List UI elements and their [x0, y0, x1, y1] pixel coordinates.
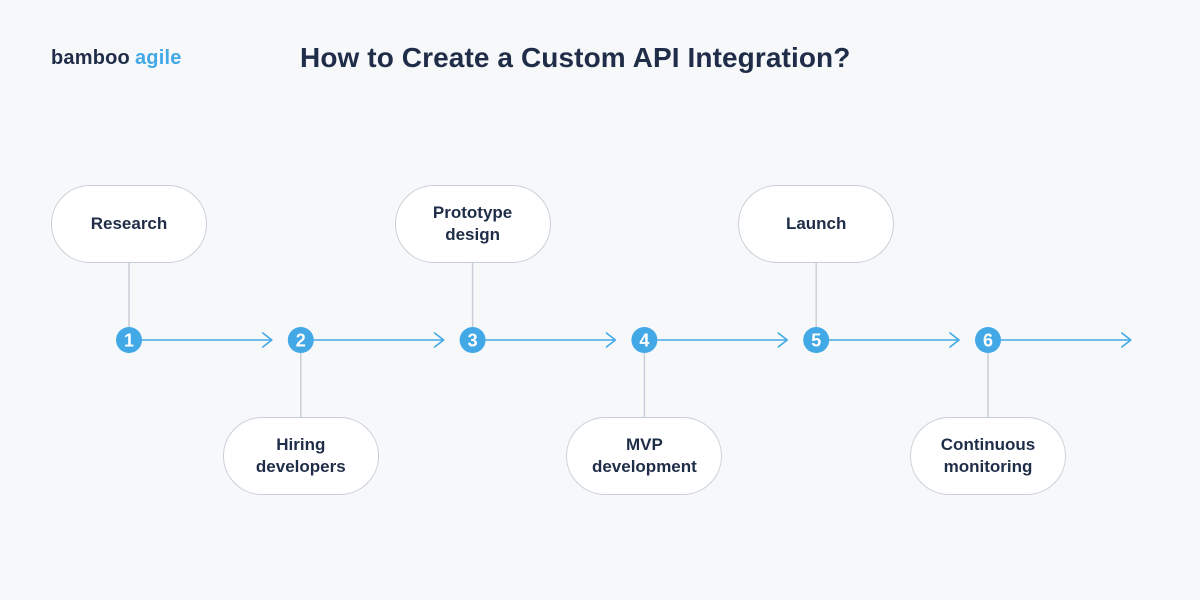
arrow-head-icon [605, 332, 617, 348]
step-circle-1 [116, 327, 142, 353]
step-number-5: 5 [811, 331, 821, 351]
step-circle-6 [975, 327, 1001, 353]
arrow-head-icon [261, 332, 273, 348]
step-number-3: 3 [468, 331, 478, 351]
arrow-head-icon [777, 332, 789, 348]
arrow-head-icon [433, 332, 445, 348]
step-card-3: Prototype design [394, 185, 551, 263]
step-number-1: 1 [124, 331, 134, 351]
step-card-5: Launch [738, 185, 895, 263]
arrow-head-icon [949, 332, 960, 348]
page-title: How to Create a Custom API Integration? [300, 42, 851, 73]
step-circle-4 [631, 327, 658, 353]
step-card-4: MVP development [566, 417, 723, 495]
step-label: MVP development [591, 435, 697, 476]
step-circle-3 [459, 327, 486, 353]
logo-word-agile: agile [134, 47, 182, 69]
step-label: Research [90, 214, 168, 233]
step-number-6: 6 [983, 331, 993, 351]
step-number-2: 2 [296, 331, 306, 351]
step-label: Continuous monitoring [940, 435, 1036, 476]
step-label: Launch [785, 214, 847, 233]
step-label: Hiring developers [255, 435, 346, 476]
step-card-6: Continuous monitoring [910, 417, 1066, 495]
step-number-4: 4 [639, 331, 649, 351]
step-card-2: Hiring developers [222, 417, 379, 495]
logo-word-bamboo: bamboo [51, 47, 130, 69]
arrow-head-icon [1121, 332, 1132, 348]
step-circle-2 [287, 327, 314, 353]
step-card-1: Research [51, 185, 207, 263]
step-circle-5 [803, 327, 830, 353]
step-label: Prototype design [432, 203, 513, 244]
